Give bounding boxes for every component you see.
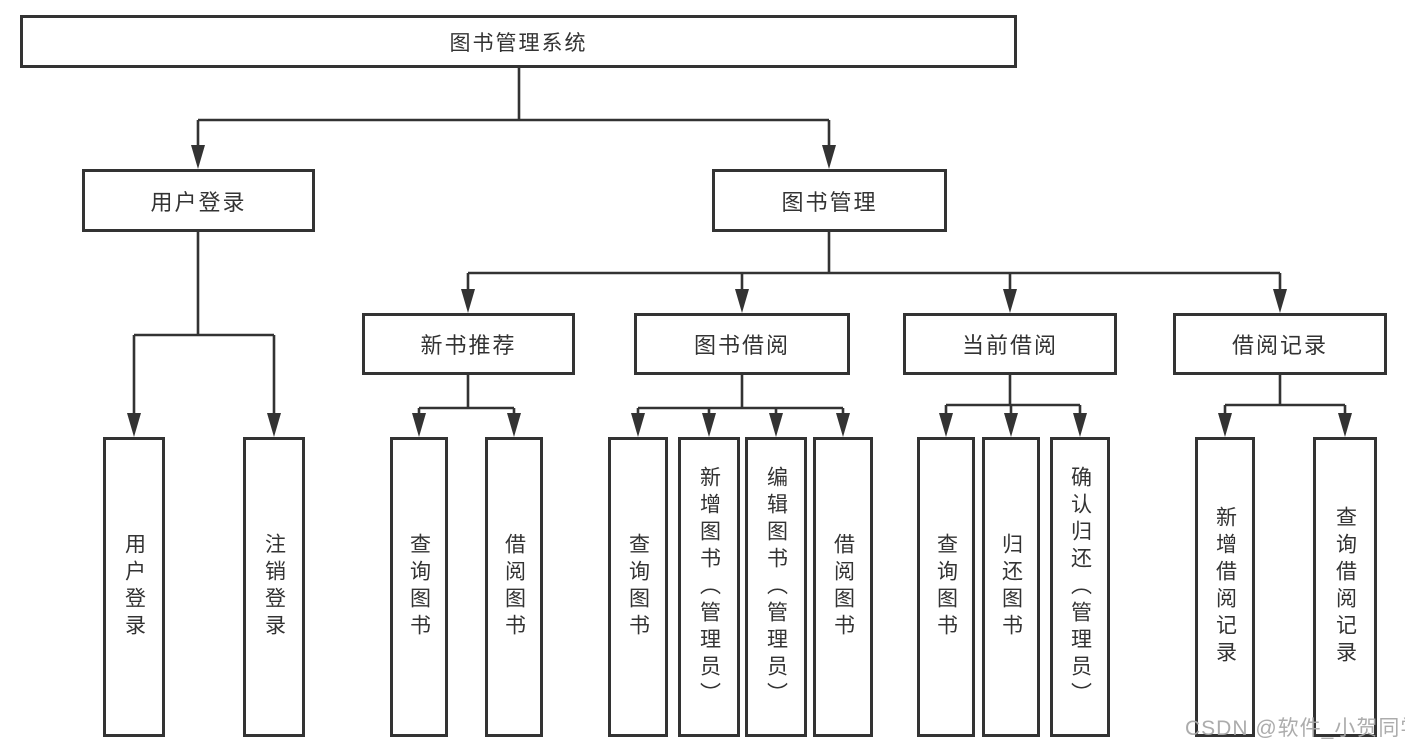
node-user-login: 用户登录: [82, 169, 315, 232]
leaf-logout: 注销登录: [243, 437, 305, 737]
connector-current-to-leaves: [939, 375, 1087, 437]
leaf-borrow-books: 借阅图书: [813, 437, 873, 737]
leaf-user-login: 用户登录: [103, 437, 165, 737]
leaf-borrow-books-recommend-label: 借阅图书: [502, 533, 526, 641]
leaf-return-books: 归还图书: [982, 437, 1040, 737]
node-new-book-recommend-label: 新书推荐: [420, 333, 517, 358]
leaf-query-books-borrow-label: 查询图书: [626, 533, 650, 641]
leaf-query-books-recommend-label: 查询图书: [407, 533, 431, 641]
connector-book-mgmt-to-level3: [461, 232, 1287, 313]
leaf-edit-books-admin: 编辑图书（管理员）: [745, 437, 807, 737]
leaf-borrow-books-recommend: 借阅图书: [485, 437, 543, 737]
connector-records-to-leaves: [1218, 375, 1352, 437]
connector-root-to-level2: [191, 68, 836, 169]
node-book-borrow-label: 图书借阅: [693, 333, 790, 358]
leaf-query-borrow-record: 查询借阅记录: [1313, 437, 1377, 737]
leaf-query-books-current: 查询图书: [917, 437, 975, 737]
leaf-edit-books-admin-label: 编辑图书（管理员）: [764, 465, 788, 709]
leaf-logout-label: 注销登录: [262, 533, 286, 641]
node-book-management-label: 图书管理: [781, 189, 878, 215]
leaf-confirm-return-admin: 确认归还（管理员）: [1050, 437, 1110, 737]
node-current-borrow: 当前借阅: [903, 313, 1117, 375]
leaf-user-login-label: 用户登录: [122, 533, 146, 641]
csdn-watermark: CSDN @软件_小贺同学: [1185, 717, 1405, 740]
leaf-borrow-books-label: 借阅图书: [831, 533, 855, 641]
leaf-add-borrow-record-label: 新增借阅记录: [1213, 506, 1237, 668]
node-book-borrow: 图书借阅: [634, 313, 850, 375]
leaf-query-books-current-label: 查询图书: [934, 533, 958, 641]
leaf-add-books-admin: 新增图书（管理员）: [678, 437, 740, 737]
leaf-add-books-admin-label: 新增图书（管理员）: [697, 465, 721, 709]
node-user-login-label: 用户登录: [150, 189, 247, 215]
leaf-query-books-borrow: 查询图书: [608, 437, 668, 737]
node-borrow-records: 借阅记录: [1173, 313, 1387, 375]
connector-new-book-to-leaves: [412, 375, 521, 437]
leaf-query-books-recommend: 查询图书: [390, 437, 448, 737]
connector-borrow-to-leaves: [631, 375, 850, 437]
leaf-return-books-label: 归还图书: [999, 533, 1023, 641]
node-root-system: 图书管理系统: [20, 15, 1017, 68]
node-book-management: 图书管理: [712, 169, 947, 232]
leaf-add-borrow-record: 新增借阅记录: [1195, 437, 1255, 737]
node-current-borrow-label: 当前借阅: [961, 333, 1058, 358]
leaf-query-borrow-record-label: 查询借阅记录: [1333, 506, 1357, 668]
connector-user-login-to-leaves: [127, 232, 281, 437]
leaf-confirm-return-admin-label: 确认归还（管理员）: [1068, 465, 1092, 709]
node-root-label: 图书管理系统: [449, 31, 588, 55]
node-new-book-recommend: 新书推荐: [362, 313, 575, 375]
node-borrow-records-label: 借阅记录: [1231, 333, 1328, 358]
